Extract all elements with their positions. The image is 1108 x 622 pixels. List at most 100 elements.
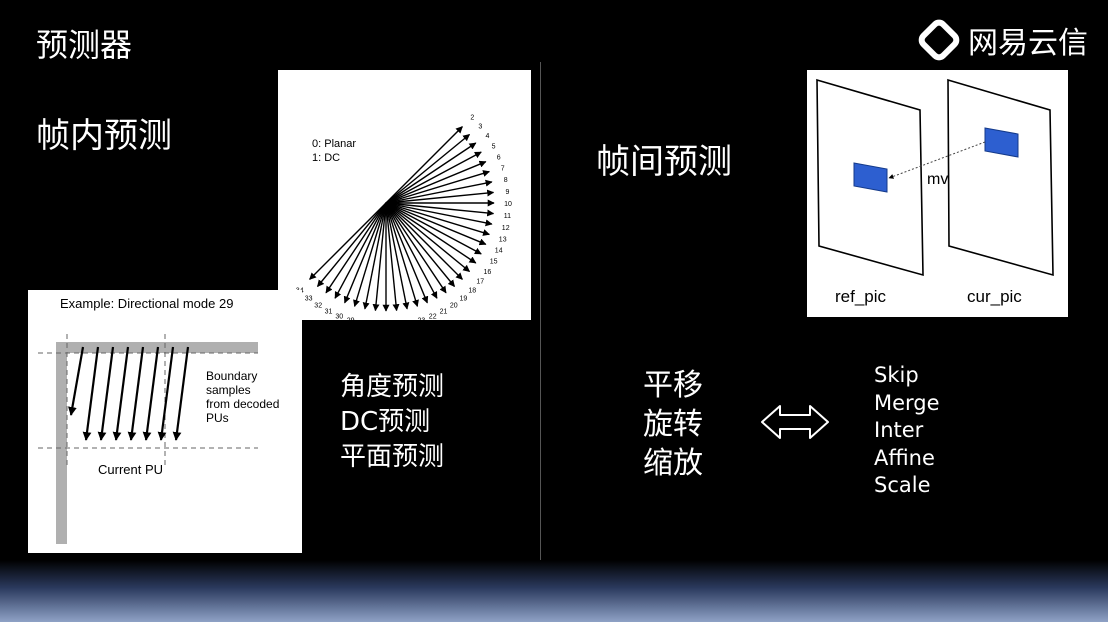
mode-number-label: 11 <box>504 213 511 220</box>
intra-mode-fan-diagram: 0: Planar 1: DC 234567891011121314151617… <box>296 115 512 320</box>
inter-mode-affine: Affine <box>874 445 935 470</box>
mode-number-label: 22 <box>429 314 437 320</box>
mode-number-label: 13 <box>499 236 507 243</box>
mode-number-label: 15 <box>490 259 498 266</box>
mode-arrow <box>385 202 419 307</box>
inter-mode-list: Skip Merge Inter Affine Scale <box>874 362 940 500</box>
inter-mode-merge: Merge <box>874 390 940 415</box>
mode-arrow <box>362 202 387 310</box>
mode-arrow <box>385 142 477 204</box>
mode-arrow <box>385 202 429 304</box>
prediction-direction-arrow <box>142 346 160 441</box>
mode-number-label: 12 <box>502 225 510 232</box>
mode-arrow <box>343 202 387 304</box>
mode-arrow <box>385 202 493 227</box>
mode-arrow <box>385 126 463 204</box>
boundary-label-3: from decoded <box>206 397 279 411</box>
mode-number-label: 30 <box>335 314 343 320</box>
motion-type-list: 平移 旋转 缩放 <box>643 366 703 483</box>
logo-text: 网易云信 <box>968 26 1088 61</box>
prediction-direction-arrow <box>68 346 85 416</box>
mode-arrow <box>372 202 387 312</box>
mode-arrow <box>385 202 487 246</box>
mode-arrow <box>385 151 482 204</box>
bottom-gradient-band <box>0 560 1108 622</box>
mode-number-label: 20 <box>450 302 458 309</box>
mode-arrow <box>353 202 387 307</box>
mode-number-label: 6 <box>497 154 501 161</box>
intra-mode-dc: DC预测 <box>340 407 431 437</box>
mode-arrow <box>385 170 490 204</box>
mode-arrow <box>325 202 387 294</box>
mode-number-label: 32 <box>314 302 322 309</box>
mode-arrow <box>385 202 463 280</box>
intra-mode-planar: 平面预测 <box>340 442 445 472</box>
mode-number-label: 23 <box>418 318 426 320</box>
mode-arrow <box>385 202 495 217</box>
mode-number-label: 19 <box>460 295 468 302</box>
intra-prediction-title: 帧内预测 <box>36 116 172 156</box>
mode-number-label: 7 <box>501 166 505 173</box>
mode-number-label: 21 <box>440 309 448 316</box>
boundary-label-2: samples <box>206 383 251 397</box>
mode-arrow <box>385 189 495 204</box>
mode-arrow <box>385 179 493 204</box>
mode-arrow <box>385 202 447 294</box>
mode-number-label: 16 <box>484 269 492 276</box>
inter-prediction-figure: mv ref_pic cur_pic <box>807 70 1068 317</box>
directional-mode-figure: Example: Directional mode 29 Boundary sa… <box>28 290 302 553</box>
motion-rotation: 旋转 <box>643 407 703 442</box>
slide-title: 预测器 <box>36 26 133 64</box>
prediction-direction-arrow <box>97 346 115 441</box>
cur-pic-label: cur_pic <box>967 287 1022 306</box>
inter-prediction-title: 帧间预测 <box>596 142 732 182</box>
center-divider <box>540 62 541 574</box>
ref-pic-label: ref_pic <box>835 287 887 306</box>
mode-arrow <box>385 202 482 255</box>
mv-label: mv <box>927 171 948 188</box>
mode-number-label: 4 <box>485 133 489 140</box>
logo: 网易云信 <box>918 19 1088 61</box>
mode-number-label: 9 <box>505 189 509 196</box>
mode-number-label: 18 <box>468 287 476 294</box>
mode-number-label: 17 <box>476 278 484 285</box>
mode-number-label: 33 <box>305 295 313 302</box>
inter-prediction-diagram: mv ref_pic cur_pic <box>816 78 1054 306</box>
mode-arrow <box>385 202 400 312</box>
netease-yunxin-logo-icon <box>918 19 960 61</box>
prediction-direction-arrow <box>172 346 190 441</box>
ref-block <box>853 162 888 193</box>
mode-arrow <box>334 202 387 299</box>
boundary-label-1: Boundary <box>206 369 257 383</box>
mode-number-label: 3 <box>478 124 482 131</box>
intra-mode-list: 角度预测 DC预测 平面预测 <box>340 370 444 475</box>
left-boundary-samples <box>56 342 67 544</box>
double-arrow-icon <box>760 402 830 446</box>
cur-pic-frame <box>947 78 1054 277</box>
prediction-direction-arrow <box>127 346 145 441</box>
mode-arrow <box>385 202 456 288</box>
cur-block <box>984 127 1019 158</box>
mode-arrow <box>309 202 387 280</box>
mode-number-label: 8 <box>504 177 508 184</box>
motion-translation: 平移 <box>643 368 703 403</box>
mode-number-label: 31 <box>325 309 333 316</box>
prediction-direction-arrow <box>82 346 100 441</box>
directional-caption: Example: Directional mode 29 <box>60 296 233 311</box>
motion-scaling: 缩放 <box>643 446 703 481</box>
boundary-label-4: PUs <box>206 411 229 425</box>
directional-mode-diagram: Example: Directional mode 29 Boundary sa… <box>38 296 279 544</box>
inter-mode-scale: Scale <box>874 473 931 497</box>
mode-arrow <box>385 202 438 299</box>
mode-arrow <box>385 202 490 236</box>
mode-arrow <box>385 202 410 310</box>
motion-vector-arrow <box>888 141 986 179</box>
mode-arrow <box>385 160 487 204</box>
prediction-direction-arrow <box>157 346 175 441</box>
mode-number-label: 14 <box>495 248 503 255</box>
mode-arrow <box>316 202 387 288</box>
prediction-direction-arrow <box>112 346 130 441</box>
legend-dc: 1: DC <box>312 152 340 164</box>
current-pu-label: Current PU <box>98 462 163 477</box>
